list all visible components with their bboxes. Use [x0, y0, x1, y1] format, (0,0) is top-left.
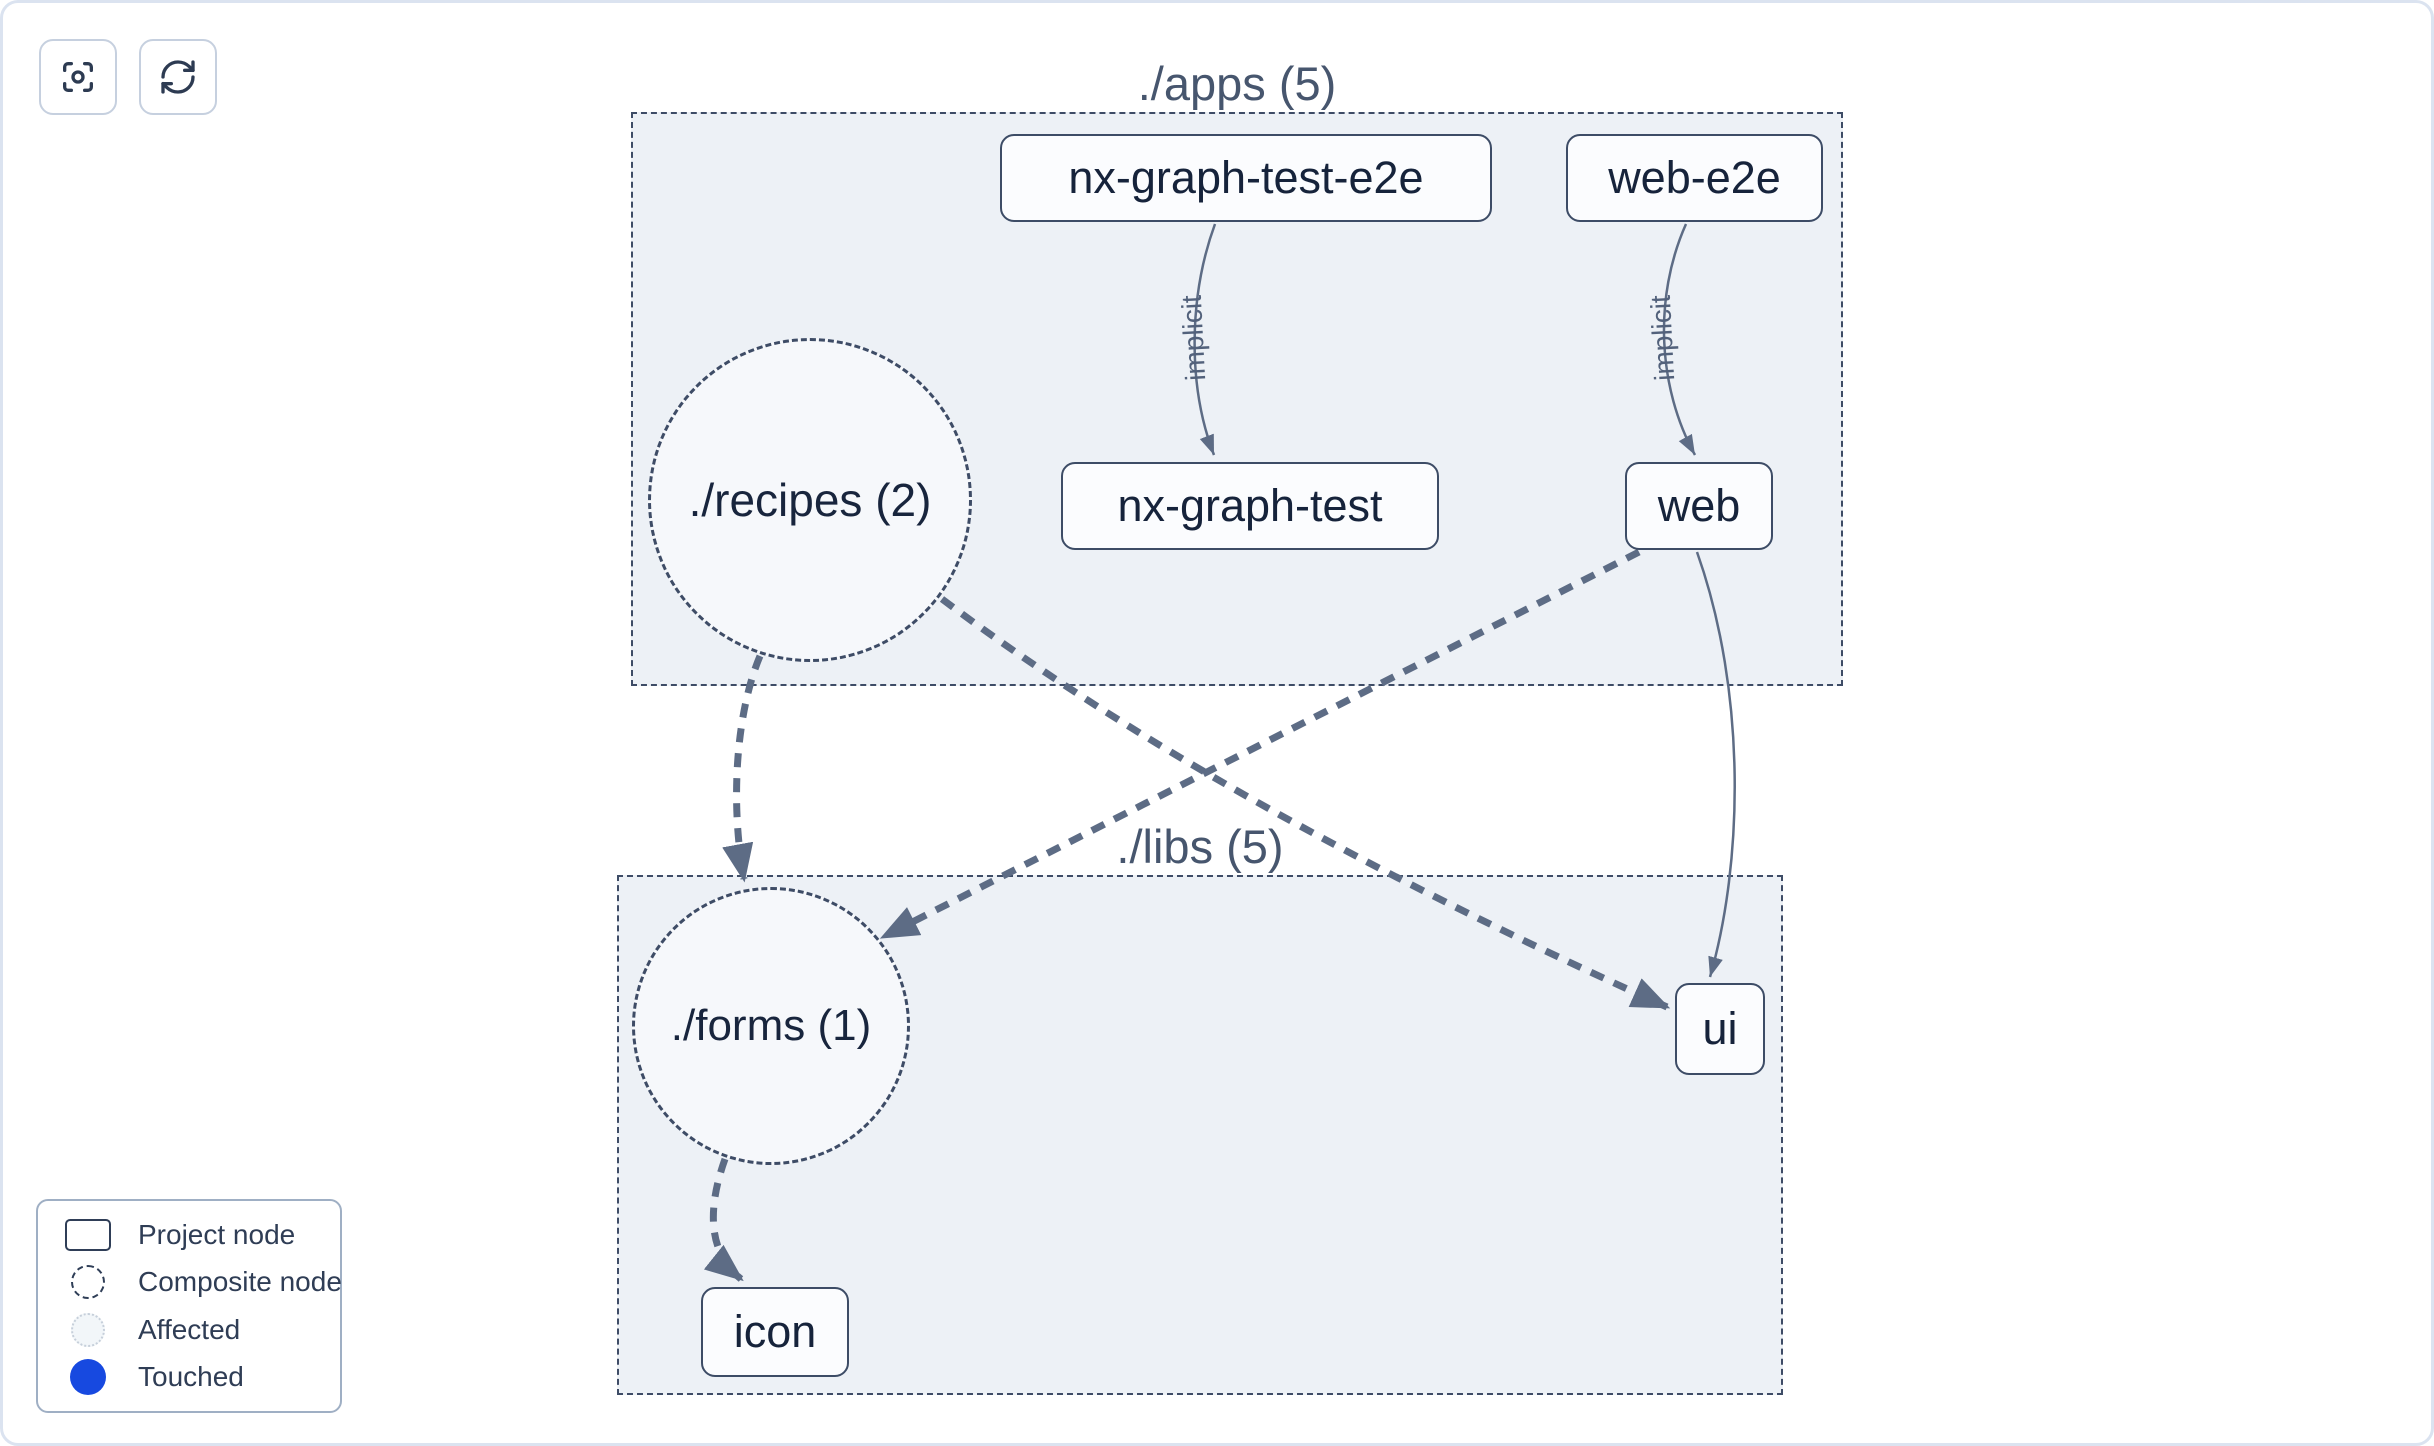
edge-label-implicit: implicit	[1176, 294, 1211, 381]
project-node-label: icon	[733, 1306, 817, 1357]
legend-item-project-node: Project node	[38, 1212, 340, 1258]
edges-layer: implicit implicit	[703, 223, 1736, 1282]
legend-item-label: Composite node	[138, 1266, 342, 1298]
legend-item-label: Project node	[138, 1218, 296, 1250]
edge-forms-to-icon[interactable]	[703, 1157, 744, 1282]
legend-panel: Project node Composite node Affected Tou…	[36, 1199, 342, 1413]
edge-web-e2e-to-web[interactable]	[1662, 223, 1697, 456]
project-node-web[interactable]: web	[1625, 462, 1773, 550]
project-node-label: ui	[1702, 1003, 1738, 1054]
affected-swatch-icon	[71, 1312, 105, 1347]
legend-item-composite-node: Composite node	[38, 1259, 342, 1305]
composite-node-forms[interactable]: ./forms (1)	[632, 887, 910, 1165]
project-node-label: web	[1657, 480, 1741, 531]
edge-web-to-ui[interactable]	[1695, 551, 1736, 978]
refresh-button[interactable]	[139, 39, 217, 115]
project-node-label: nx-graph-test-e2e	[1068, 152, 1424, 203]
crosshair-focus-icon	[63, 62, 94, 93]
focus-button[interactable]	[39, 39, 117, 115]
legend-item-label: Touched	[138, 1361, 244, 1393]
legend-item-touched: Touched	[38, 1354, 340, 1400]
composite-node-forms-label: ./forms (1)	[670, 1001, 872, 1050]
project-node-swatch-icon	[65, 1218, 111, 1251]
project-node-nx-graph-test-e2e[interactable]: nx-graph-test-e2e	[1000, 134, 1492, 222]
composite-node-recipes-label: ./recipes (2)	[688, 474, 932, 526]
composite-node-recipes[interactable]: ./recipes (2)	[648, 338, 972, 662]
edge-recipes-to-ui[interactable]	[939, 596, 1671, 1011]
project-node-label: web-e2e	[1608, 152, 1781, 203]
legend-item-affected: Affected	[38, 1307, 340, 1353]
refresh-icon	[161, 60, 195, 94]
touched-swatch-icon	[70, 1359, 106, 1396]
edge-recipes-to-forms[interactable]	[722, 654, 764, 883]
group-libs-label: ./libs (5)	[1116, 820, 1284, 873]
group-apps-label: ./apps (5)	[1137, 57, 1337, 110]
project-node-nx-graph-test[interactable]: nx-graph-test	[1061, 462, 1439, 550]
project-node-icon[interactable]: icon	[701, 1287, 849, 1377]
project-node-label: nx-graph-test	[1117, 480, 1383, 531]
project-node-ui[interactable]: ui	[1675, 983, 1765, 1075]
composite-node-swatch-icon	[71, 1265, 105, 1300]
edge-web-to-forms[interactable]	[879, 548, 1641, 941]
edge-label-implicit: implicit	[1645, 294, 1680, 381]
project-node-web-e2e[interactable]: web-e2e	[1566, 134, 1823, 222]
edge-nx-graph-test-e2e-to-nx-graph-test[interactable]	[1193, 223, 1217, 456]
legend-item-label: Affected	[138, 1313, 241, 1345]
